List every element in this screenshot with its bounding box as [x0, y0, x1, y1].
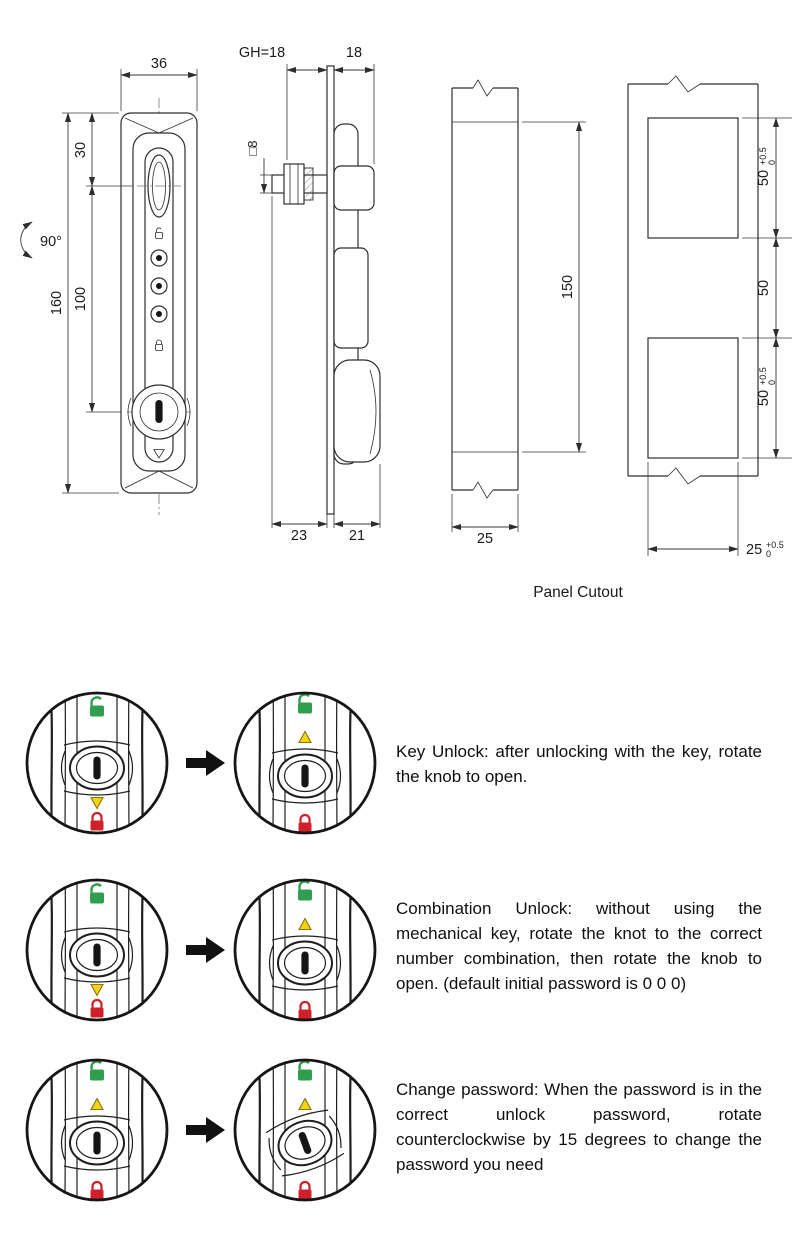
washer [303, 167, 314, 201]
panel-side-view: 150 25 [451, 79, 586, 547]
dim-front-height: 160 [49, 291, 65, 315]
knob [127, 384, 191, 440]
rotation-arrow-icon [20, 221, 33, 259]
open-padlock-mini-icon [155, 227, 163, 239]
dim-front-depth: 21 [349, 528, 365, 544]
tolerance-minus: 0 [767, 160, 777, 165]
dim-cutout-middle-gap: 50 [756, 280, 772, 296]
cutout-bottom [647, 337, 739, 459]
break-symbol [667, 467, 701, 485]
lock-state-after [235, 683, 375, 843]
dim-front-width: 36 [151, 56, 167, 72]
cutout-top [647, 117, 739, 239]
panel-cutout-view: 50 +0.5 0 50 50 +0.5 0 25 +0.5 0 [627, 75, 792, 559]
side-view: □8 GH=18 18 23 21 [239, 45, 381, 544]
dim-flange-depth: 18 [346, 45, 362, 61]
arrow-icon [186, 937, 225, 963]
dim-front-knob-offset: 100 [73, 287, 89, 311]
instruction-row-2-figures [27, 870, 375, 1030]
handle-slot [147, 154, 171, 218]
knob-housing-profile [333, 359, 381, 463]
break-symbol [667, 75, 701, 93]
lock-state-before [27, 870, 167, 1030]
instruction-text-combination-unlock: Combination Unlock: without using the me… [396, 899, 762, 993]
panel-cutout-label: Panel Cutout [533, 584, 623, 601]
dim-cutout-total-height: 150 [560, 275, 576, 299]
dim-cutout-width: 25 [746, 542, 762, 558]
dim-rotation-angle: 90° [40, 234, 62, 250]
arrow-icon [186, 1117, 225, 1143]
lock-state-before [27, 683, 167, 843]
triangle-indicator-icon [153, 449, 165, 459]
lock-state-after [235, 870, 375, 1030]
tolerance-plus: +0.5 [766, 540, 784, 550]
tolerance-minus: 0 [767, 380, 777, 385]
tolerance-plus: +0.5 [758, 147, 768, 165]
instruction-row-3-figures [27, 1050, 375, 1210]
technical-drawing: 36 30 100 160 90° [20, 45, 792, 601]
instruction-figures [0, 668, 395, 1253]
keyhole-icon [155, 400, 163, 423]
instruction-row-1-figures [27, 683, 375, 843]
arrow-icon [186, 750, 225, 776]
break-symbol [472, 79, 494, 97]
front-view: 36 30 100 160 90° [20, 56, 198, 515]
instruction-text-change-password: Change password: When the password is in… [396, 1080, 762, 1174]
nut [283, 163, 305, 205]
closed-padlock-mini-icon [155, 339, 163, 351]
lock-state-before [27, 1050, 167, 1210]
lock-state-after [235, 1050, 375, 1210]
panel-plate [326, 65, 335, 515]
dim-cutout-bottom-height: 50 [756, 390, 772, 406]
combination-dials [150, 249, 168, 323]
tolerance-minus: 0 [766, 549, 771, 559]
break-symbol [472, 481, 494, 499]
instruction-text-key-unlock: Key Unlock: after unlocking with the key… [396, 742, 762, 786]
tolerance-plus: +0.5 [758, 367, 768, 385]
dim-cutout-top-height: 50 [756, 170, 772, 186]
dim-front-top-offset: 30 [73, 142, 89, 158]
dim-panel-section-width: 25 [477, 531, 493, 547]
dim-shaft-square: □8 [245, 140, 260, 155]
dim-behind-panel-depth: 23 [291, 528, 307, 544]
dim-grip-GH: GH=18 [239, 45, 285, 61]
